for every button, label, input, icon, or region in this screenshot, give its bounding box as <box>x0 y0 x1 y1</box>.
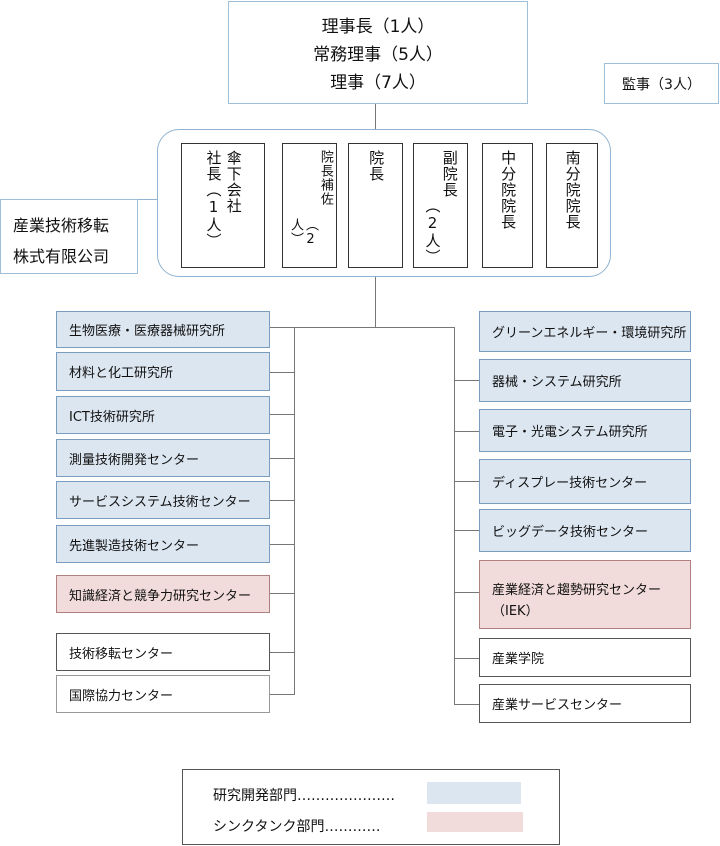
exec-assistant-president: 院長補佐 （2人） <box>282 143 337 268</box>
dept-left-3: ICT技術研究所 <box>56 396 270 434</box>
exec-president: 院長 <box>348 143 403 268</box>
connector-left-5 <box>270 544 295 545</box>
dept-left-7: 知識経済と競争力研究センター <box>56 575 270 613</box>
dept-right-7: 産業学院 <box>479 638 691 677</box>
dept-left-6: 先進製造技術センター <box>56 525 270 563</box>
exec-4-col2: （2人） <box>423 198 442 265</box>
legend-thinktank-swatch <box>427 812 523 832</box>
connector-subsidiary <box>138 199 158 200</box>
exec-4-col1: 副院長 <box>440 150 459 198</box>
exec-central-branch: 中分院院長 <box>482 143 533 268</box>
connector-board-exec <box>375 104 376 130</box>
dept-right-4: ディスプレー技術センター <box>479 459 691 504</box>
dept-right-6-line1: 産業経済と趨勢研究センター <box>492 583 662 598</box>
connector-left-2 <box>270 414 295 415</box>
exec-5-col1: 中分院院長 <box>499 150 518 230</box>
legend-research-label: 研究開発部門………………… <box>213 788 395 804</box>
connector-right-v <box>454 327 455 705</box>
connector-right-6 <box>454 658 479 659</box>
exec-3-col1: 院長 <box>367 150 386 182</box>
exec-vice-president: 副院長 （2人） <box>413 143 468 268</box>
dept-right-3: 電子・光電システム研究所 <box>479 409 691 452</box>
dept-right-6-line2: （IEK） <box>492 604 539 619</box>
subsidiary-box: 産業技術移転 株式有限公司 <box>0 199 138 274</box>
board-box: 理事長（1人） 常務理事（5人） 理事（7人） <box>228 1 528 104</box>
executive-group <box>157 129 611 277</box>
board-chairman: 理事長（1人） <box>321 17 435 37</box>
connector-left-1 <box>270 372 295 373</box>
connector-left-3 <box>270 458 295 459</box>
connector-branch-h <box>270 327 454 328</box>
connector-right-7 <box>454 704 479 705</box>
connector-left-8 <box>270 694 295 695</box>
connector-left-6 <box>270 593 295 594</box>
dept-left-5: サービスシステム技術センター <box>56 481 270 519</box>
connector-left-v <box>294 327 295 695</box>
exec-2-col2: （2人） <box>288 218 318 248</box>
connector-right-5 <box>454 592 479 593</box>
dept-left-9: 国際協力センター <box>56 675 270 713</box>
dept-left-1: 生物医療・医療器械研究所 <box>56 311 270 348</box>
dept-left-2: 材料と化工研究所 <box>56 352 270 391</box>
legend-research-swatch <box>427 782 521 804</box>
exec-1-col2: 社長（1人） <box>204 150 223 249</box>
legend-box: 研究開発部門………………… シンクタンク部門………… <box>182 769 560 845</box>
exec-2-col1: 院長補佐 <box>317 150 333 206</box>
dept-right-1: グリーンエネルギー・環境研究所 <box>479 311 691 352</box>
exec-subsidiary-president: 傘下会社 社長（1人） <box>181 143 265 268</box>
dept-right-2: 器械・システム研究所 <box>479 359 691 402</box>
subsidiary-line1: 産業技術移転 <box>13 216 110 235</box>
board-directors: 理事（7人） <box>330 73 426 93</box>
connector-right-2 <box>454 431 479 432</box>
dept-right-5: ビッグデータ技術センター <box>479 509 691 552</box>
exec-6-col1: 南分院院長 <box>563 150 582 230</box>
exec-southern-branch: 南分院院長 <box>546 143 598 268</box>
dept-right-6: 産業経済と趨勢研究センター （IEK） <box>479 560 691 629</box>
connector-left-4 <box>270 500 295 501</box>
dept-right-8: 産業サービスセンター <box>479 684 691 723</box>
auditor-box: 監事（3人） <box>604 63 719 104</box>
connector-trunk <box>375 277 376 327</box>
subsidiary-line2: 株式有限公司 <box>13 247 110 266</box>
dept-left-4: 測量技術開発センター <box>56 439 270 477</box>
auditor-label: 監事（3人） <box>622 76 701 93</box>
board-executive-directors: 常務理事（5人） <box>313 45 443 65</box>
connector-left-7 <box>270 652 295 653</box>
exec-1-col1: 傘下会社 <box>224 150 243 214</box>
connector-right-3 <box>454 481 479 482</box>
legend-thinktank-label: シンクタンク部門………… <box>213 819 381 835</box>
connector-right-4 <box>454 530 479 531</box>
dept-left-8: 技術移転センター <box>56 633 270 671</box>
connector-right-1 <box>454 380 479 381</box>
